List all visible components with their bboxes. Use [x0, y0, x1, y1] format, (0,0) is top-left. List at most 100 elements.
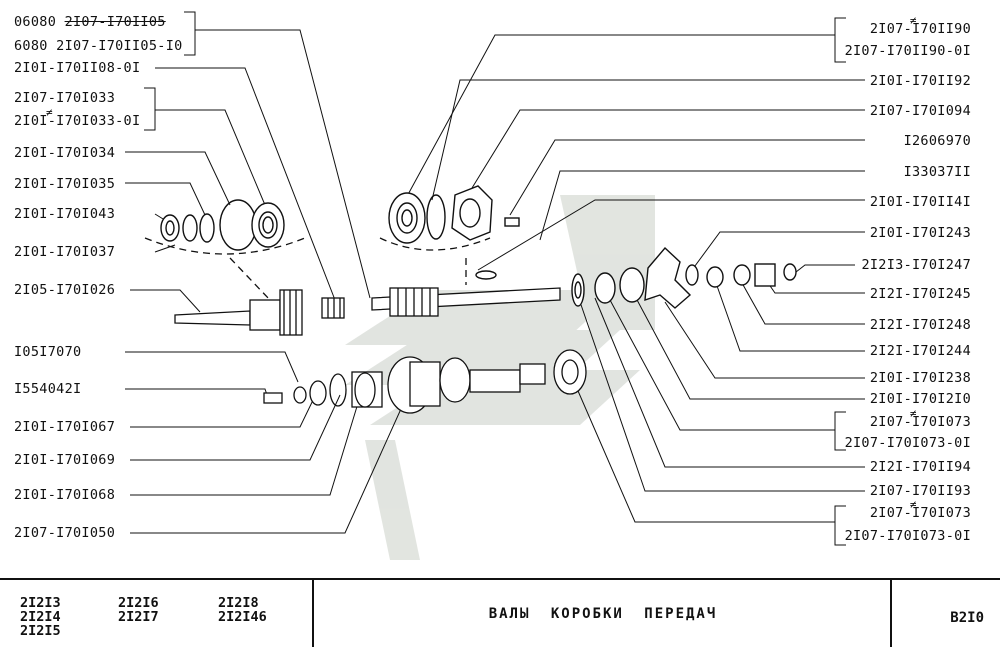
part-number-label: 2I07-I70II90-0I — [845, 43, 971, 59]
models-col3: 2I2I8 2I2I46 — [218, 596, 267, 624]
gearbox-shafts-drawing — [125, 11, 865, 560]
output-flange-group — [571, 246, 797, 309]
part-number-text: 2I2I3-I70I247 — [861, 257, 971, 273]
part-number-text: 2I0I-I70II4I — [869, 194, 971, 210]
part-number-label: 2I0I-I70I037 — [14, 244, 115, 260]
part-number-text: 2I0I-I70I238 — [869, 370, 971, 386]
part-number-text: 2I0I-I70I035 — [14, 176, 116, 192]
drawing-title: ВАЛЫ КОРОБКИ ПЕРЕДАЧ — [488, 605, 718, 622]
part-number-text: 2I05-I70I026 — [14, 282, 116, 298]
part-number-text: 2I07-I70I073-0I — [844, 528, 971, 544]
part-number-text: 2I2I-I70I248 — [869, 317, 971, 333]
not-equal-sign: ≠ — [909, 498, 917, 511]
part-number-text: 2I07-I70II90-0I — [844, 43, 971, 59]
part-number-label: 2I2I3-I70I247 — [861, 257, 971, 273]
part-number-text: 2I07-I70I050 — [14, 525, 116, 541]
part-number-text: 2I07-I70I073 — [869, 505, 971, 521]
model-code: 2I2I5 — [20, 623, 61, 639]
part-number-text: 2I0I-I70II92 — [869, 73, 971, 89]
part-number-text: 2I2I-I70I244 — [869, 343, 971, 359]
model-code: 2I2I46 — [218, 609, 267, 625]
part-number-label: 2I07-I70I073≠ — [869, 407, 971, 430]
part-number-text: 2I07-I70I073 — [869, 414, 971, 430]
part-number-text: 2I0I-I70I068 — [14, 487, 116, 503]
not-equal-sign: ≠ — [46, 106, 53, 119]
part-number-text: 2I0I-I70I2I0 — [869, 391, 971, 407]
model-code: 2I2I8 — [218, 595, 259, 611]
part-number-text: 2I0I-I70I043 — [14, 206, 116, 222]
part-number-label: 2I0I-I70I067 — [14, 419, 115, 435]
part-number-label: I33037II — [904, 164, 971, 180]
part-number-text: 2I2I-I70II94 — [869, 459, 971, 475]
part-number-text: 2I07-I70I033 — [14, 90, 116, 106]
part-number-label: 2I2I-I70I244 — [870, 343, 971, 359]
part-number-text: 2I2I-I70I245 — [869, 286, 971, 302]
part-number-label: 2I07-I70I094 — [870, 103, 971, 119]
part-number-text: 2I0I-I70I034 — [14, 145, 116, 161]
part-number-text: 2I0I-I70I069 — [14, 452, 116, 468]
part-number-superseded: 2I07-I70II05 — [64, 14, 166, 30]
input-shaft — [174, 289, 345, 336]
model-code: 2I2I6 — [118, 595, 159, 611]
part-number-label: 2I07-I70I073-0I — [845, 528, 971, 544]
models-col2: 2I2I6 2I2I7 — [118, 596, 159, 624]
assembly-arcs — [144, 237, 491, 301]
part-number-label: 2I0I-I70I238 — [870, 370, 971, 386]
part-number-label: 2I0I-I70I043 — [14, 206, 115, 222]
part-number-label: 2I07-I70I050 — [14, 525, 115, 541]
code-cell: В2I0 — [892, 580, 1000, 647]
part-number-text: 6080 2I07-I70II05-I0 — [14, 38, 183, 54]
part-number-label: 06080 2I07-I70II05 — [14, 14, 166, 30]
model-code: 2I2I4 — [20, 609, 61, 625]
title-block: 2I2I3 2I2I4 2I2I5 2I2I6 2I2I7 2I2I8 2I2I… — [0, 578, 1000, 647]
models-cell: 2I2I3 2I2I4 2I2I5 2I2I6 2I2I7 2I2I8 2I2I… — [0, 580, 314, 647]
models-col1: 2I2I3 2I2I4 2I2I5 — [20, 596, 61, 638]
part-number-label: 2I0I-I70II4I — [870, 194, 971, 210]
part-number-label: 2I0I-I70I068 — [14, 487, 115, 503]
exploded-diagram: 06080 2I07-I70II05 6080 2I07-I70II05-I0 2I… — [14, 11, 971, 560]
not-equal-sign: ≠ — [909, 14, 917, 27]
part-number-label: 2I2I-I70I248 — [870, 317, 971, 333]
part-number-label: I2606970 — [904, 133, 971, 149]
part-number-label: 2I07-I70I073-0I — [845, 435, 971, 451]
part-number-label: 2I2I-I70II94 — [870, 459, 971, 475]
part-number-label: 2I2I-I70I245 — [870, 286, 971, 302]
part-number-text: 2I07-I70II93 — [869, 483, 971, 499]
part-number-text: 06080 — [14, 14, 65, 30]
part-number-text: 2I0I-I70I243 — [869, 225, 971, 241]
drawing-code: В2I0 — [950, 610, 984, 626]
model-code: 2I2I7 — [118, 609, 159, 625]
part-number-text: I05I7070 — [14, 344, 82, 360]
part-number-text: 2I07-I70I094 — [869, 103, 971, 119]
part-number-text: I2606970 — [903, 133, 971, 149]
part-number-text: I33037II — [903, 164, 971, 180]
part-number-label: 2I05-I70I026 — [14, 282, 115, 298]
part-number-label: 2I07-I70I073≠ — [869, 498, 971, 521]
part-number-label: 2I07-I70II90≠ — [869, 14, 971, 37]
label-brackets — [144, 11, 846, 546]
part-number-label: I554042I — [14, 381, 81, 397]
part-number-text: 2I07-I70II90 — [869, 21, 971, 37]
part-number-text: 2I0I-I70I067 — [14, 419, 116, 435]
leader-lines — [125, 29, 865, 534]
part-number-text: 2I0I-I70II08-0I — [14, 60, 141, 76]
part-number-label: 6080 2I07-I70II05-I0 — [14, 38, 183, 54]
input-bearing-group — [160, 199, 285, 251]
part-number-text: I554042I — [14, 381, 82, 397]
part-number-label: 2I0I-I70I243 — [870, 225, 971, 241]
part-number-text: 2I0I-I70I033-0I — [14, 113, 141, 129]
part-number-label: 2I0I-I70II08-0I — [14, 60, 140, 76]
part-number-label: 2I0I-I70I033-0I≠ — [14, 106, 141, 129]
part-number-label: 2I0I-I70II92 — [870, 73, 971, 89]
part-number-text: 2I0I-I70I037 — [14, 244, 116, 260]
part-number-label: 2I0I-I70I2I0 — [870, 391, 971, 407]
title-cell: ВАЛЫ КОРОБКИ ПЕРЕДАЧ — [314, 580, 892, 647]
rear-bearing-group — [388, 185, 520, 280]
part-number-text: 2I07-I70I073-0I — [844, 435, 971, 451]
counter-shaft — [263, 349, 587, 414]
part-number-label: 2I0I-I70I069 — [14, 452, 115, 468]
part-number-label: I05I7070 — [14, 344, 81, 360]
part-number-label: 2I0I-I70I034 — [14, 145, 115, 161]
main-shaft — [371, 287, 561, 317]
part-number-label: 2I0I-I70I035 — [14, 176, 115, 192]
